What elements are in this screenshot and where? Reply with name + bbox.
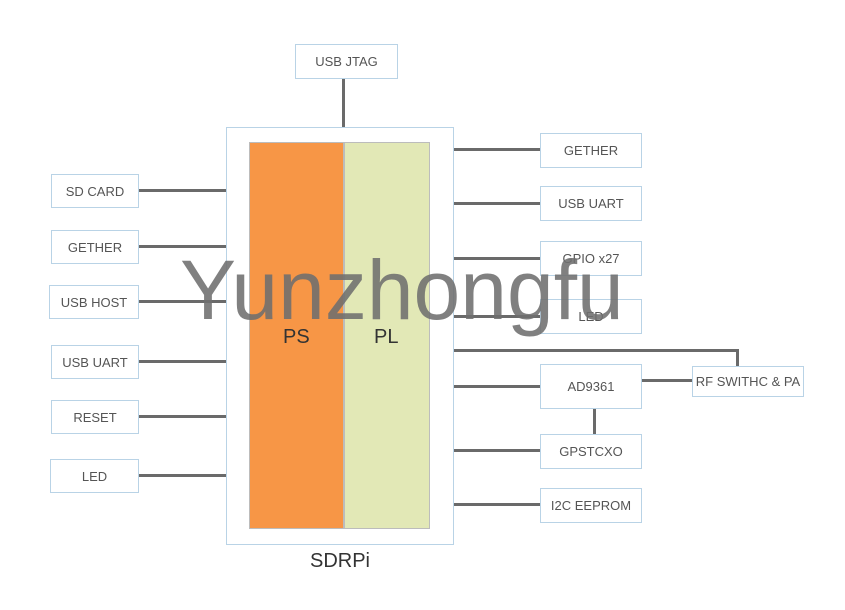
pl-label: PL [374,326,399,348]
ad9361-block: AD9361 [540,364,642,409]
connector-ad9361 [454,385,540,388]
gether-right-block: GETHER [540,133,642,168]
board-caption: SDRPi [309,550,370,572]
connector-gether-left [139,245,226,248]
led-right-block: LED [540,299,642,334]
connector-led-left [139,474,226,477]
connector-ad9361-rf [642,379,692,382]
usb-jtag-block: USB JTAG [295,44,398,79]
ps-region [249,142,344,529]
connector-reset [139,415,226,418]
gpstcxo-block: GPSTCXO [540,434,642,469]
connector-gpstcxo [454,449,540,452]
connector-gpio [454,257,540,260]
usb-host-block: USB HOST [49,285,139,319]
watermark-text: Yunzhongfu [180,243,624,337]
connector-usb-host [139,300,226,303]
led-left-block: LED [50,459,139,493]
connector-gether-right [454,148,540,151]
sd-card-block: SD CARD [51,174,139,208]
usb-uart-left-block: USB UART [51,345,139,379]
connector-rf-drop [736,349,739,367]
connector-usb-uart-left [139,360,226,363]
gpio-block: GPIO x27 [540,241,642,276]
rf-switch-block: RF SWITHC & PA [692,366,804,397]
connector-led-right [454,315,540,318]
ps-label: PS [283,326,310,348]
connector-rf-top [454,349,739,352]
reset-block: RESET [51,400,139,434]
usb-uart-right-block: USB UART [540,186,642,221]
connector-eeprom [454,503,540,506]
eeprom-block: I2C EEPROM [540,488,642,523]
pl-region [344,142,430,529]
connector-ad9361-gpstcxo [593,409,596,434]
connector-usb-jtag [342,79,345,127]
gether-left-block: GETHER [51,230,139,264]
connector-usb-uart-right [454,202,540,205]
connector-sd-card [139,189,226,192]
